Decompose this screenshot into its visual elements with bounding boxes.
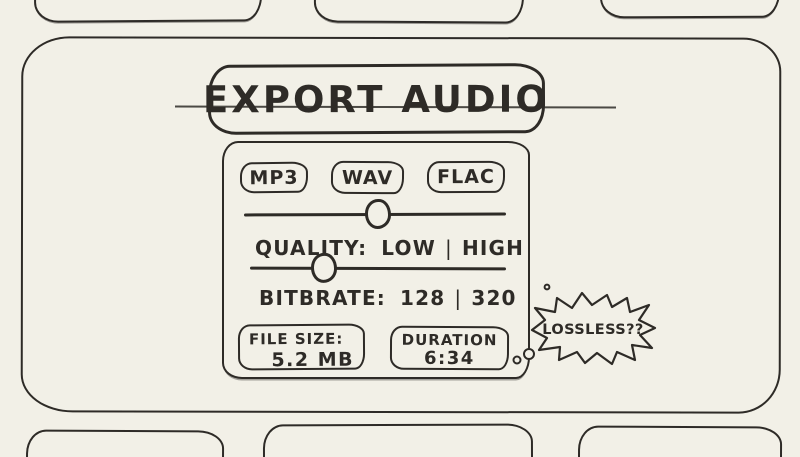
file-size-box: FILE SIZE: 5.2 MB [237,323,366,372]
bitrate-label-row: BITBRATE: 128 | 320 [259,286,517,310]
bitrate-min-value: 128 [400,286,446,310]
duration-box: DURATION 6:34 [389,325,510,371]
quality-label-row: QUALITY: LOW | HIGH [255,236,524,260]
dialog-title: EXPORT AUDIO [203,77,550,121]
bitrate-divider: | [454,286,463,310]
background-card-top-center [313,0,525,24]
duration-label: DURATION [401,330,498,350]
bitrate-max-value: 320 [471,286,517,310]
quality-slider [243,198,507,232]
background-card-bottom-right [577,425,783,457]
quality-label: QUALITY: [255,236,368,260]
lossless-bubble-text: LOSSLESS?? [542,322,644,338]
bubble-outline [530,291,657,366]
quality-slider-knob[interactable] [364,198,391,230]
format-button-flac[interactable]: FLAC [426,160,506,194]
dialog-title-box: EXPORT AUDIO [203,63,550,135]
bitrate-label: BITBRATE: [259,286,387,310]
file-size-value: 5.2 MB [271,348,355,372]
background-card-bottom-center [262,423,534,457]
bubble-tail-circle-small [512,355,522,365]
format-button-mp3[interactable]: MP3 [239,161,309,194]
format-button-wav[interactable]: WAV [330,160,405,195]
lossless-bubble: LOSSLESS?? [512,283,657,366]
ink-dot [543,283,551,291]
file-size-label: FILE SIZE: [248,329,344,349]
duration-value: 6:34 [423,347,475,370]
quality-low-label: LOW [381,236,436,260]
background-card-bottom-left [25,429,225,457]
quality-divider: | [444,236,453,260]
bubble-tail-circle-large [523,348,535,360]
bitrate-slider-track[interactable] [249,266,507,270]
background-card-top-right [599,0,781,19]
quality-high-label: HIGH [461,236,525,260]
bitrate-slider [249,252,507,286]
background-card-top-left [33,0,263,23]
bitrate-slider-knob[interactable] [311,252,338,283]
